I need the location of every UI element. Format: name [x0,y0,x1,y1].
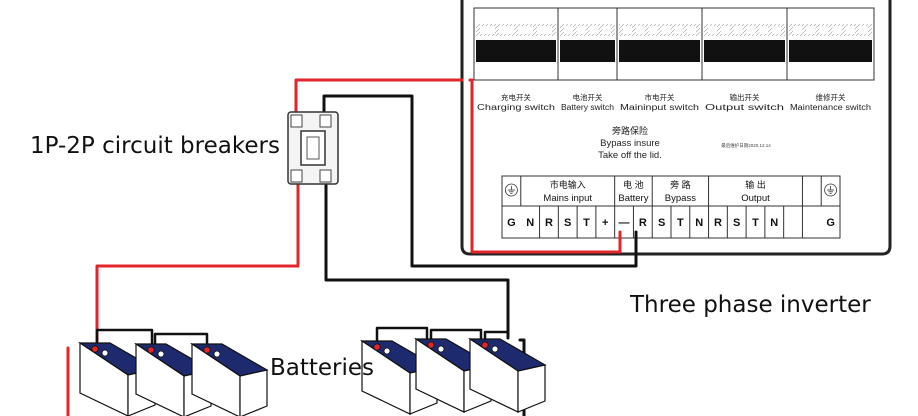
terminal-group-cn: 输 出 [745,179,766,190]
terminal-label: S [733,217,740,229]
bypass-note: 旁路保险 Bypass insure Take off the lid. 最后维… [598,125,771,161]
battery-link-wires [95,326,510,346]
terminal-label: + [602,217,608,229]
terminal-label: R [714,217,722,229]
terminal-label: S [658,217,665,229]
positive-wire [66,78,622,416]
terminal-label: G [507,217,516,229]
battery [190,342,269,416]
terminal-label: N [526,217,534,229]
terminal-label: R [639,217,647,229]
switch-label-cn: 维修开关 [816,92,846,102]
terminal-label: S [564,217,571,229]
terminal-group-cn: 市电输入 [550,179,586,190]
terminal-label: T [677,217,684,229]
terminal-label: T [752,217,759,229]
small-print: 最后维护日期2020.12.14 [721,142,771,149]
switch-label-cn: 电池开关 [573,92,603,102]
switch-label-en: Maintenance switch [790,103,871,112]
switch-label-cn: 输出开关 [730,92,760,102]
switch-label-en: Maininput switch [620,103,699,112]
terminal-group-en: Output [741,193,770,204]
breaker-label: 1P-2P circuit breakers [30,133,280,159]
switch-label-en: Charging switch [477,103,555,112]
inverter-label: Three phase inverter [630,292,871,318]
switch-label-cn: 充电开关 [501,92,531,102]
terminal-group-cn: 旁 路 [670,179,691,190]
terminal-group-cn: 电 池 [623,179,644,190]
terminal-label: G [826,217,835,229]
bypass-note-cn: 旁路保险 [612,125,648,136]
terminal-group-en: Bypass [665,193,696,204]
terminal-group-en: Battery [618,193,648,204]
bypass-note-line1: Bypass insure [600,138,660,149]
circuit-breaker [287,111,339,185]
terminal-label: R [545,217,553,229]
ground-icon [504,183,518,197]
switch-label-cn: 市电开关 [645,92,675,102]
terminal-label: T [583,217,590,229]
battery [468,337,547,413]
terminal-label: N [770,217,778,229]
batteries-label: Batteries [270,355,375,381]
battery-bank [78,337,547,416]
switch-label-en: Battery switch [561,103,614,112]
terminal-group-en: Mains input [543,193,592,204]
terminal-label: — [619,217,630,229]
terminal-block: 市电输入 Mains input 电 池 Battery 旁 路 Bypass 输 出 Out… [501,175,841,239]
switch-label-en: Output switch [705,103,784,112]
terminal-label: N [695,217,703,229]
bypass-note-line2: Take off the lid. [598,150,662,161]
ground-icon [824,183,838,197]
